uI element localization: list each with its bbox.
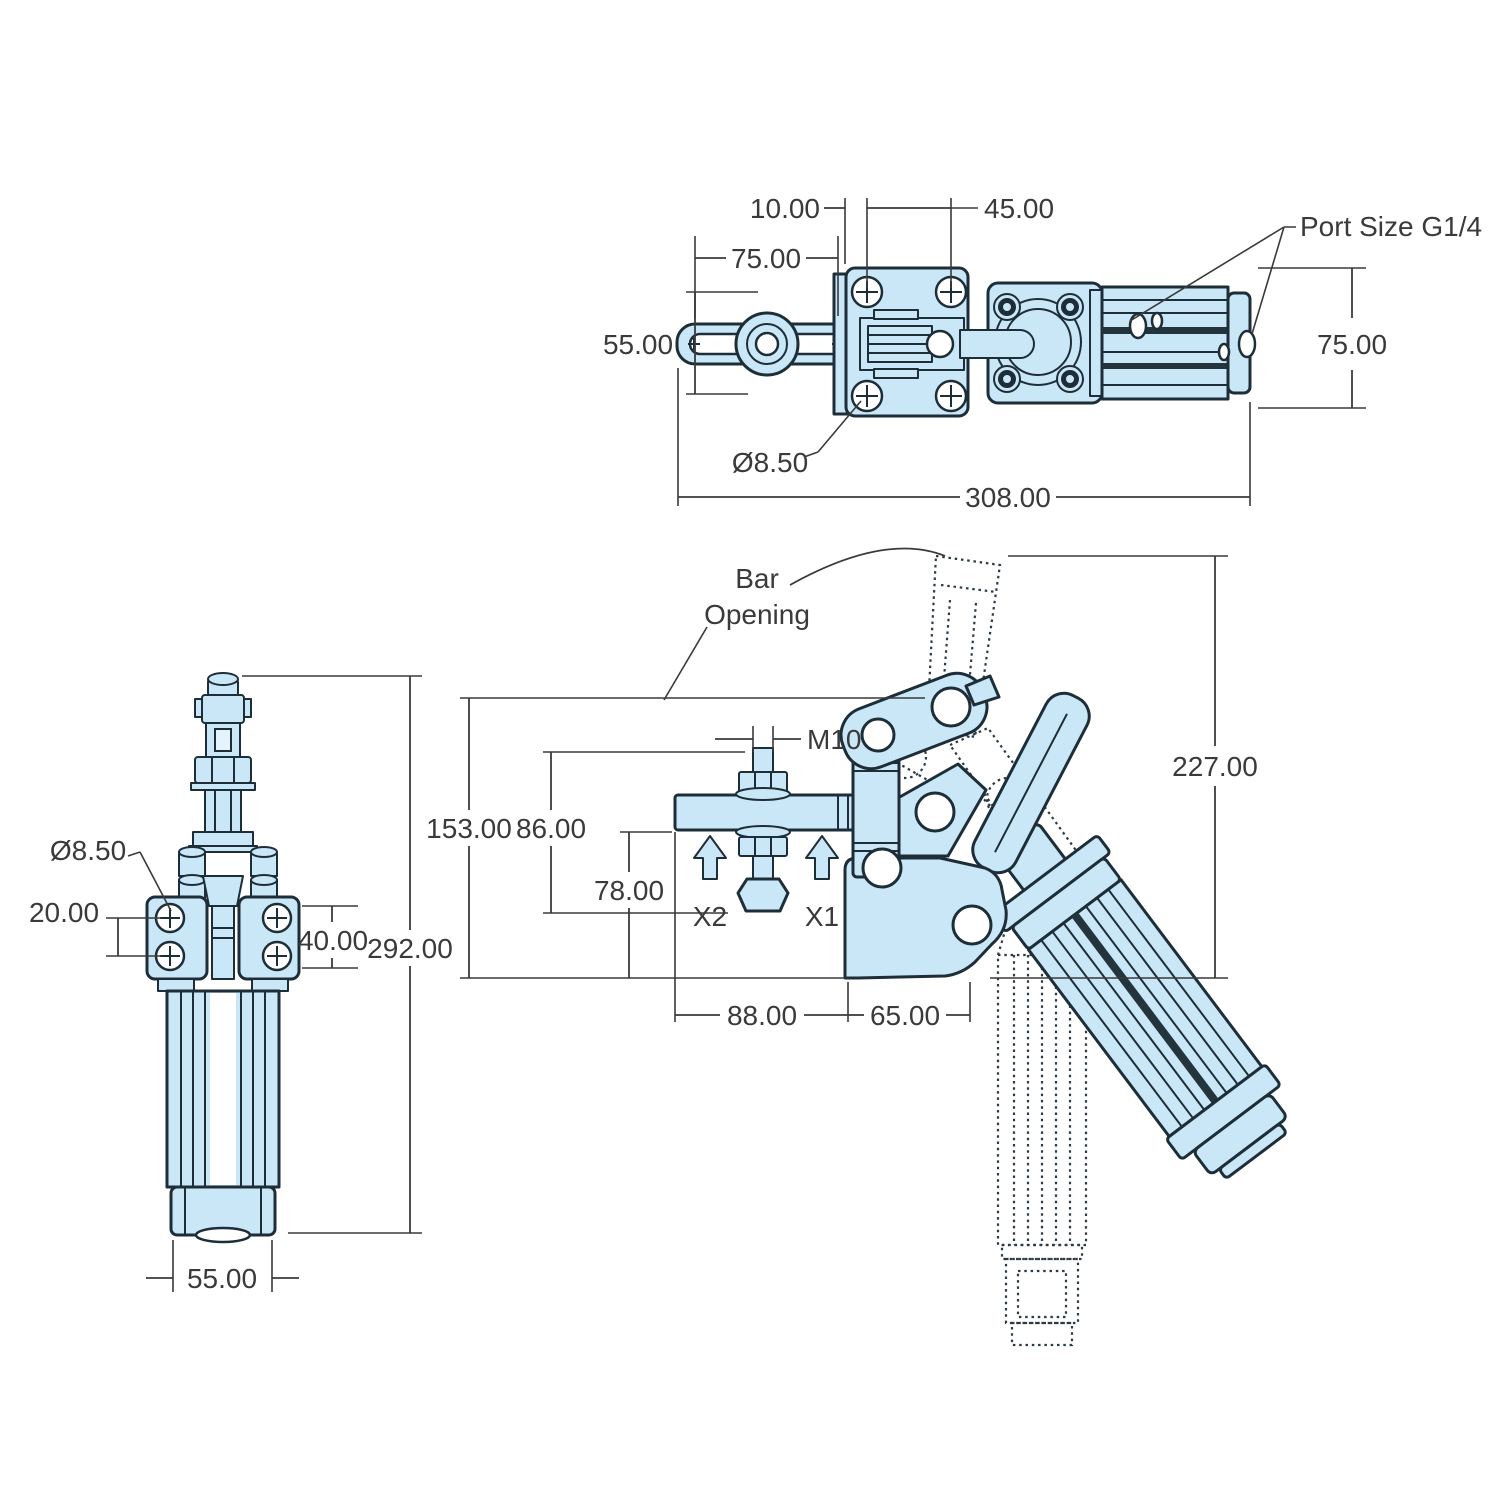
dim-65: 65.00: [870, 1000, 940, 1031]
dim-55-front: 55.00: [187, 1263, 257, 1294]
phantom-cylinder-vertical: [996, 906, 1088, 1347]
dim-10: 10.00: [750, 193, 820, 224]
x2-arrow-icon: [693, 835, 727, 880]
dim-227: 227.00: [1172, 751, 1258, 782]
side-view-dimensions: 153.00 86.00 78.00 X2 X1 M10 88.00 65.00…: [426, 547, 1258, 1031]
label-x2: X2: [693, 901, 727, 932]
clamp-spindle: [735, 747, 791, 913]
cylinder-assembly: [992, 823, 1287, 1179]
dim-m10: M10: [807, 724, 861, 755]
lever-arm: [839, 671, 1001, 771]
front-view-spindle-stack: [188, 672, 258, 853]
dim-45: 45.00: [984, 193, 1054, 224]
clamping-point-arrows: [693, 835, 839, 880]
dim-dia-8-5: Ø8.50: [732, 447, 808, 478]
dim-292: 292.00: [367, 933, 453, 964]
label-bar-opening-1: Bar: [735, 563, 779, 594]
dim-308: 308.00: [965, 482, 1051, 513]
top-view-dimensions: 10.00 45.00 75.00 55.00 Ø8.50 308.00 75.…: [603, 193, 1482, 513]
x1-arrow-icon: [805, 835, 839, 880]
port-size-label: Port Size G1/4: [1300, 211, 1482, 242]
dim-dia-8-5-front: Ø8.50: [50, 835, 126, 866]
label-x1: X1: [805, 901, 839, 932]
dim-78: 78.00: [594, 875, 664, 906]
dim-55-height: 55.00: [603, 329, 673, 360]
air-port-icon: [1128, 312, 1148, 340]
clamp-foot: [736, 877, 790, 913]
front-view-dimensions: Ø8.50 20.00 40.00 292.00 55.00: [29, 675, 453, 1294]
top-view-linkage: [859, 309, 965, 379]
phillips-screw: [154, 902, 293, 972]
dim-75-height: 75.00: [1317, 329, 1387, 360]
pivot-holes: [860, 686, 993, 946]
front-view: Ø8.50 20.00 40.00 292.00 55.00: [29, 672, 453, 1294]
top-view-mount-plate: [832, 266, 970, 418]
top-view-cylinder-body: [1100, 285, 1257, 401]
front-view-washer-bosses: [178, 846, 278, 907]
top-view-cylinder-flange: [959, 281, 1104, 405]
dim-153: 153.00: [426, 813, 512, 844]
dim-86: 86.00: [516, 813, 586, 844]
dim-88: 88.00: [727, 1000, 797, 1031]
label-bar-opening-2: Opening: [704, 599, 810, 630]
side-view: 153.00 86.00 78.00 X2 X1 M10 88.00 65.00…: [426, 547, 1287, 1347]
air-port-icon: [1237, 329, 1257, 359]
front-view-cylinder: [157, 978, 289, 1244]
top-view: 10.00 45.00 75.00 55.00 Ø8.50 308.00 75.…: [603, 193, 1482, 513]
dim-75-width: 75.00: [731, 243, 801, 274]
dim-20: 20.00: [29, 897, 99, 928]
dim-40: 40.00: [298, 925, 368, 956]
socket-screw: [993, 293, 1084, 393]
top-view-piston-rod: [959, 329, 1035, 359]
